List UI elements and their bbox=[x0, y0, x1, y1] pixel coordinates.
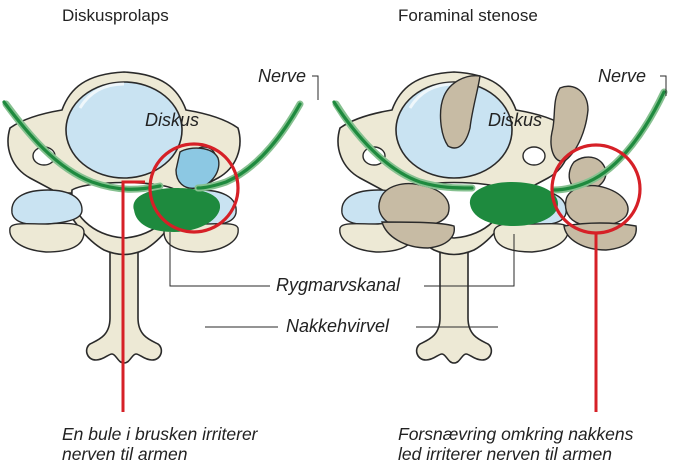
left-caption: En bule i brusken irriterer nerven til a… bbox=[62, 424, 258, 464]
left-caption-line2: nerven til armen bbox=[62, 444, 258, 464]
right-spinal-cord bbox=[470, 182, 558, 226]
right-caption-line1: Forsnævring omkring nakkens bbox=[398, 424, 633, 444]
vertebra-label: Nakkehvirvel bbox=[286, 316, 389, 337]
spinal-canal-label: Rygmarvskanal bbox=[276, 275, 400, 296]
left-disc-bulge bbox=[176, 148, 219, 188]
right-disc-label: Diskus bbox=[488, 110, 542, 131]
right-caption: Forsnævring omkring nakkens led irritere… bbox=[398, 424, 633, 464]
left-nerve-leader bbox=[312, 76, 318, 100]
left-nerve-label: Nerve bbox=[258, 66, 306, 87]
left-caption-line1: En bule i brusken irriterer bbox=[62, 424, 258, 444]
left-disc-label: Diskus bbox=[145, 110, 199, 131]
right-nerve-label: Nerve bbox=[598, 66, 646, 87]
right-caption-line2: led irriterer nerven til armen bbox=[398, 444, 633, 464]
